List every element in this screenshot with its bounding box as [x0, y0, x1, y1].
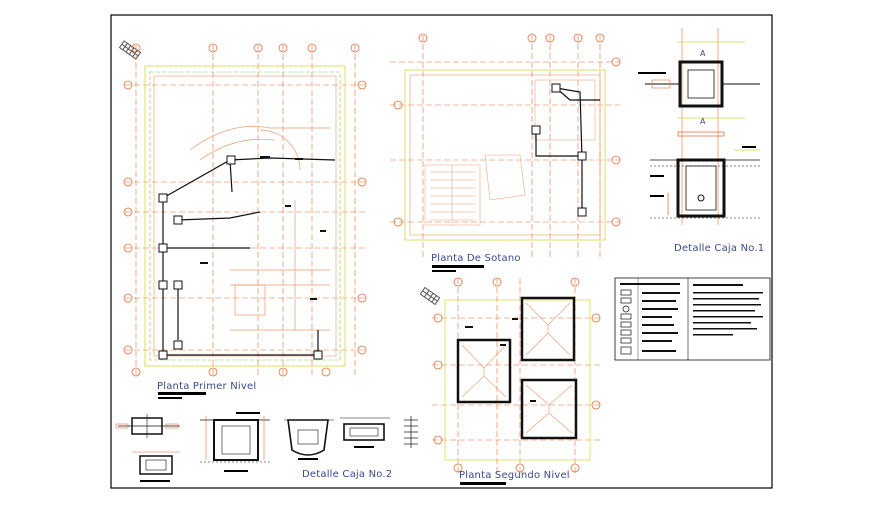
section-mark-bottom: A [700, 117, 706, 126]
detalle-caja-2 [115, 412, 418, 482]
title-detalle-caja-1: Detalle Caja No.1 [674, 243, 765, 254]
sheet-border [110, 14, 773, 489]
north-arrow-icon [118, 40, 142, 60]
title-detalle-caja-2: Detalle Caja No.2 [302, 469, 393, 480]
legend-notes [614, 277, 771, 361]
planta-primer-nivel [118, 40, 367, 399]
title-planta-segundo-nivel: Planta Segundo Nivel [459, 470, 570, 481]
title-planta-primer-nivel: Planta Primer Nivel [157, 381, 257, 392]
planta-segundo-nivel [419, 277, 601, 485]
north-arrow-icon-2 [419, 286, 441, 306]
section-mark-top: A [700, 49, 706, 58]
detalle-caja-1: A A [638, 28, 760, 225]
title-planta-sotano: Planta De Sotano [431, 253, 521, 264]
planta-sotano [390, 33, 621, 272]
